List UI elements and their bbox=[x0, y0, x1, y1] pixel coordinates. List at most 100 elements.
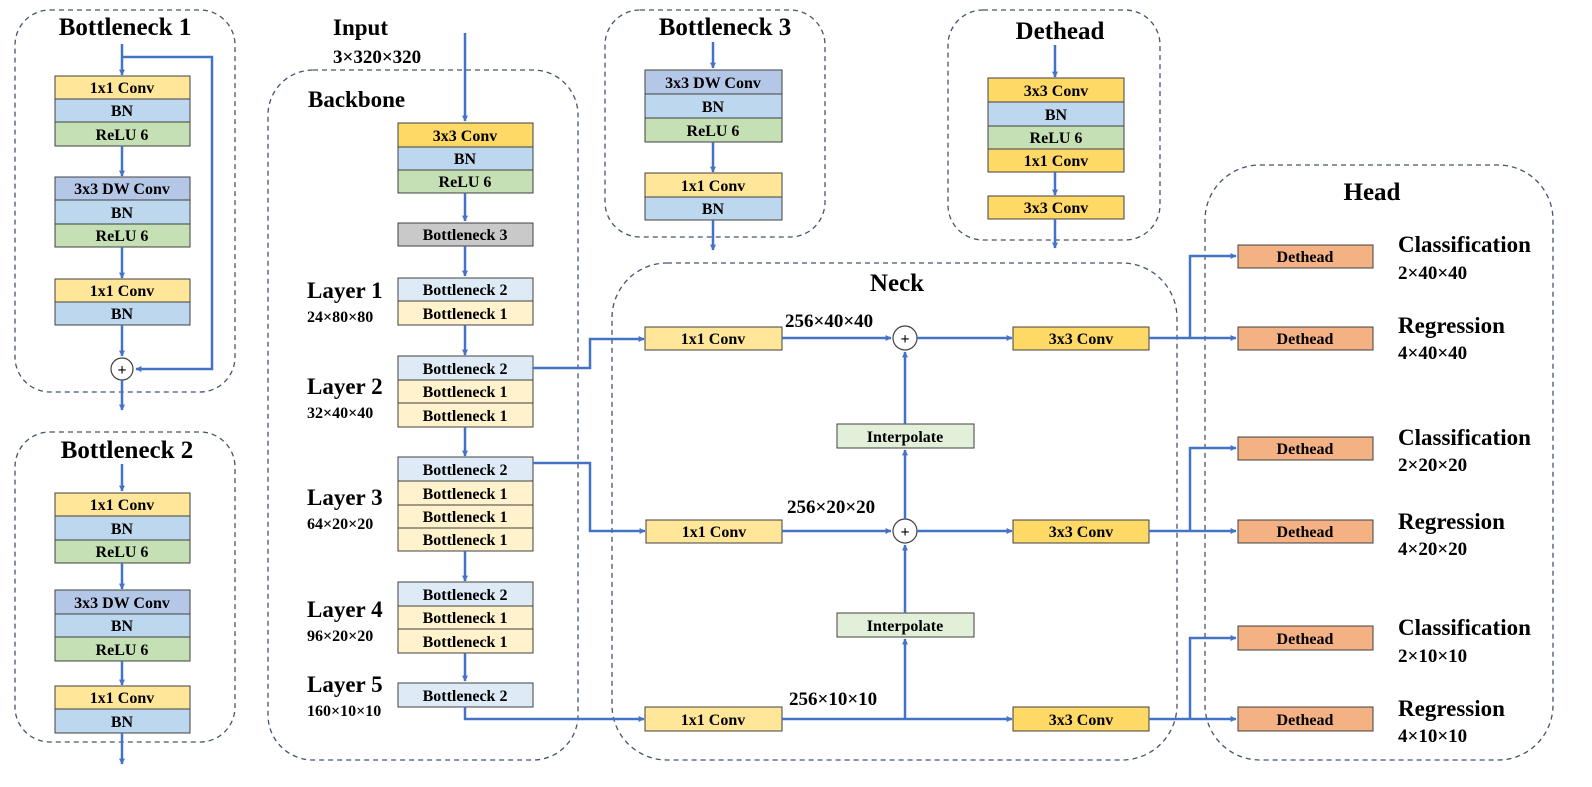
dh-conv3x3-b-label: 3x3 Conv bbox=[1024, 200, 1088, 217]
head-output-4-name: Classification bbox=[1398, 615, 1531, 640]
head-output-2-dims: 2×20×20 bbox=[1398, 455, 1467, 476]
head-output-0-dims: 2×40×40 bbox=[1398, 263, 1467, 284]
neck-lateral-1-label: 1x1 Conv bbox=[682, 524, 746, 541]
head-dethead-5-label: Dethead bbox=[1277, 712, 1334, 729]
layer5-to-neck-arrow bbox=[463, 707, 645, 722]
input-label: Input bbox=[333, 15, 388, 40]
head-output-2-name: Classification bbox=[1398, 425, 1531, 450]
bottleneck2-detail: 1x1 Conv BN ReLU 6 3x3 DW Conv BN ReLU 6… bbox=[54, 464, 191, 765]
b3-relu bbox=[644, 117, 783, 143]
head-title: Head bbox=[1344, 179, 1401, 206]
b2-dwconv-label: 3x3 DW Conv bbox=[74, 595, 170, 612]
neck-dims-1: 256×20×20 bbox=[787, 497, 875, 518]
neck-dims-2: 256×10×10 bbox=[789, 689, 877, 710]
bottleneck2-title: Bottleneck 2 bbox=[61, 437, 194, 464]
dh-bn bbox=[987, 101, 1125, 127]
b1-relu-a-label: ReLU 6 bbox=[96, 127, 149, 144]
bottleneck3-title: Bottleneck 3 bbox=[659, 14, 792, 41]
b1-bn-b-label: BN bbox=[111, 205, 134, 222]
bb-stem-relu-label: ReLU 6 bbox=[439, 174, 492, 191]
b1-conv1x1-b-label: 1x1 Conv bbox=[90, 283, 154, 300]
b2-conv1x1-b-label: 1x1 Conv bbox=[90, 690, 154, 707]
neck-title: Neck bbox=[870, 270, 924, 297]
neck-interpolate-1 bbox=[836, 612, 975, 638]
layer3-dims: 64×20×20 bbox=[307, 516, 373, 533]
layer1-dims: 24×80×80 bbox=[307, 309, 373, 326]
dh-relu-label: ReLU 6 bbox=[1030, 130, 1083, 147]
bottleneck3-detail: 3x3 DW Conv BN ReLU 6 1x1 Conv BN bbox=[644, 42, 783, 251]
neck-interpolate-0-label: Interpolate bbox=[867, 429, 943, 446]
layer4-name: Layer 4 bbox=[307, 597, 383, 622]
head-output-1-name: Regression bbox=[1398, 313, 1505, 338]
dethead-title: Dethead bbox=[1016, 18, 1105, 45]
input-dims: 3×320×320 bbox=[333, 47, 421, 68]
layer1-block-1-label: Bottleneck 1 bbox=[423, 306, 508, 323]
layer3-name: Layer 3 bbox=[307, 485, 383, 510]
dh-conv1x1-label: 1x1 Conv bbox=[1024, 153, 1088, 170]
dethead-frame bbox=[947, 9, 1161, 241]
b1-bn-a-label: BN bbox=[111, 103, 134, 120]
layer5-block-0 bbox=[397, 682, 534, 708]
dethead-detail: 3x3 Conv BN ReLU 6 1x1 Conv 3x3 Conv bbox=[987, 45, 1125, 249]
layer3-block-0-label: Bottleneck 2 bbox=[423, 462, 508, 479]
b2-relu-b bbox=[54, 636, 191, 662]
backbone-title: Backbone bbox=[308, 87, 405, 112]
head-dethead-1-label: Dethead bbox=[1277, 331, 1334, 348]
layer2-block-2 bbox=[397, 402, 534, 428]
layer3-block-1 bbox=[397, 480, 534, 506]
b3-dwconv bbox=[644, 69, 783, 95]
layer3-to-neck-arrow bbox=[533, 461, 646, 534]
bottleneck3-frame bbox=[604, 9, 826, 238]
backbone-stack: 3x3 Conv BN ReLU 6 Bottleneck 3 Bottlene… bbox=[397, 33, 534, 708]
neck-dims-0: 256×40×40 bbox=[785, 311, 873, 332]
head-dethead-4-label: Dethead bbox=[1277, 631, 1334, 648]
head-output-5-dims: 4×10×10 bbox=[1398, 726, 1467, 747]
b3-bn-a-label: BN bbox=[702, 99, 725, 116]
layer5-dims: 160×10×10 bbox=[307, 703, 381, 720]
b2-relu-b-label: ReLU 6 bbox=[96, 642, 149, 659]
layer3-block-3-label: Bottleneck 1 bbox=[423, 532, 508, 549]
neck-add-0-sign: + bbox=[900, 331, 909, 348]
dh-conv3x3-a-label: 3x3 Conv bbox=[1024, 83, 1088, 100]
layer2-dims: 32×40×40 bbox=[307, 405, 373, 422]
head-dethead-2 bbox=[1237, 436, 1374, 461]
dh-bn-label: BN bbox=[1045, 107, 1068, 124]
layer2-name: Layer 2 bbox=[307, 374, 383, 399]
b2-bn-c bbox=[54, 708, 191, 734]
layer4-dims: 96×20×20 bbox=[307, 628, 373, 645]
head-dethead-0 bbox=[1237, 244, 1374, 269]
layer1-name: Layer 1 bbox=[307, 278, 383, 303]
head-dethead-4 bbox=[1237, 625, 1374, 651]
neck-lateral-2 bbox=[644, 706, 783, 732]
head-graph: Dethead Dethead Dethead Dethead Dethead … bbox=[1237, 232, 1531, 747]
neck-add-1-sign: + bbox=[900, 524, 909, 541]
b1-relu-b-label: ReLU 6 bbox=[96, 228, 149, 245]
head-output-5-name: Regression bbox=[1398, 696, 1505, 721]
b2-conv1x1-a-label: 1x1 Conv bbox=[90, 497, 154, 514]
layer4-block-2 bbox=[397, 628, 534, 654]
layer2-block-2-label: Bottleneck 1 bbox=[423, 408, 508, 425]
head-output-1-dims: 4×40×40 bbox=[1398, 343, 1467, 364]
layer4-block-2-label: Bottleneck 1 bbox=[423, 634, 508, 651]
bb-stem-conv bbox=[397, 122, 534, 148]
b1-bn-c-label: BN bbox=[111, 306, 134, 323]
head-dethead-3-label: Dethead bbox=[1277, 524, 1334, 541]
neck-lateral-0-label: 1x1 Conv bbox=[681, 331, 745, 348]
head-dethead-1 bbox=[1237, 326, 1374, 351]
dh-conv3x3-a bbox=[987, 77, 1125, 103]
head-dethead-5 bbox=[1237, 706, 1374, 732]
layer1-block-0-label: Bottleneck 2 bbox=[423, 282, 508, 299]
bottleneck2-frame bbox=[14, 431, 236, 743]
layer5-block-0-label: Bottleneck 2 bbox=[423, 688, 508, 705]
neck-interpolate-0 bbox=[836, 423, 975, 449]
b3-relu-label: ReLU 6 bbox=[687, 123, 740, 140]
bb-stem-bottleneck3-label: Bottleneck 3 bbox=[423, 227, 508, 244]
head-output-3-name: Regression bbox=[1398, 509, 1505, 534]
head-dethead-0-label: Dethead bbox=[1277, 249, 1334, 266]
layer5-name: Layer 5 bbox=[307, 672, 383, 697]
layer4-block-0-label: Bottleneck 2 bbox=[423, 587, 508, 604]
neck-lateral-2-label: 1x1 Conv bbox=[681, 712, 745, 729]
b3-bn-b-label: BN bbox=[702, 201, 725, 218]
layer2-block-1-label: Bottleneck 1 bbox=[423, 384, 508, 401]
